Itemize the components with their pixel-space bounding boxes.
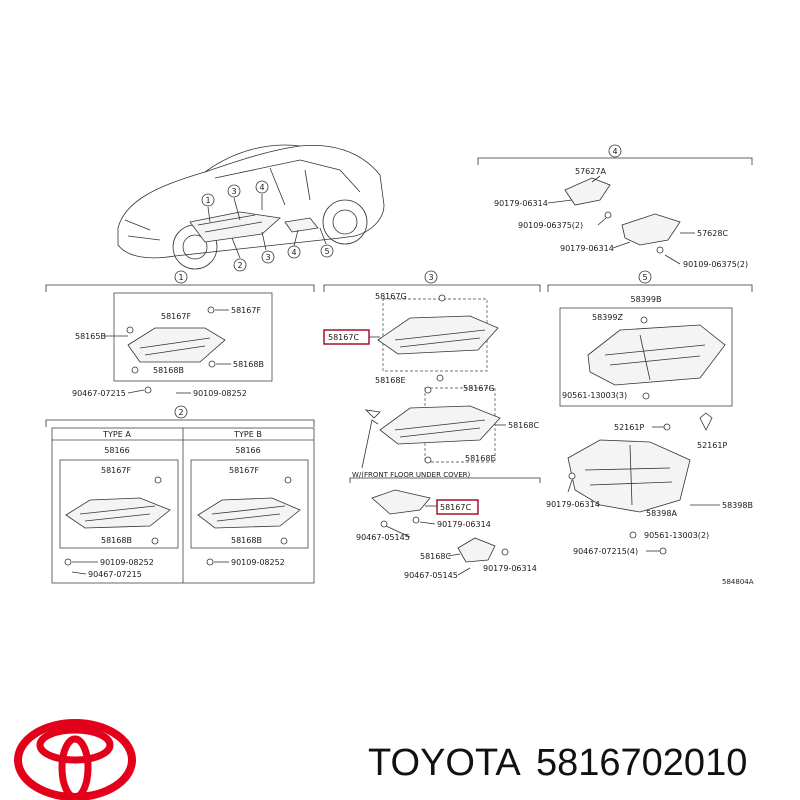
type-a-l1: 58167F: [101, 466, 131, 475]
type-a-l3: 90109-08252: [100, 558, 154, 567]
callout-4b: 4: [291, 248, 296, 257]
s4-label-b: 90179-06314: [494, 199, 548, 208]
s3-sub-e: 90179-06314: [483, 564, 537, 573]
s3-sub-d: 58168C: [420, 552, 451, 561]
callout-1: 1: [205, 196, 210, 205]
section-2-circle: 2: [178, 408, 183, 417]
s4-label-c: 90109-06375(2): [518, 221, 583, 230]
callout-3b: 3: [265, 253, 270, 262]
s4-label-d: 57628C: [697, 229, 728, 238]
s1-label-f: 90467-07215: [72, 389, 126, 398]
s5-label-b: 58399Z: [592, 313, 623, 322]
s3-sub-c: 90467-05145: [356, 533, 410, 542]
s5-label-e: 52161P: [697, 441, 727, 450]
s1-label-g: 90109-08252: [193, 389, 247, 398]
section-5: 5 58399B 58399Z 90561-13003(3) 52161P 52…: [546, 270, 753, 556]
callout-5: 5: [324, 247, 329, 256]
type-a-l2: 58168B: [101, 536, 132, 545]
section-1-circle: 1: [178, 273, 183, 282]
s3-sub-b: 90179-06314: [437, 520, 491, 529]
s3-label-c: 58168E: [375, 376, 406, 385]
s5-label-d: 52161P: [614, 423, 644, 432]
s3-label-f: 58168E: [465, 454, 496, 463]
s5-label-j: 90467-07215(4): [573, 547, 638, 556]
s1-label-c: 58167F: [231, 306, 261, 315]
s3-label-a: 58167G: [375, 292, 407, 301]
section-5-circle: 5: [642, 273, 647, 282]
s3-sub-a: 58167C: [440, 503, 471, 512]
section-3-circle: 3: [428, 273, 433, 282]
section-4: 4 57627A 90179-06314 90109-06375(2) 5762…: [477, 144, 753, 269]
s1-label-e: 58168B: [153, 366, 184, 375]
s3-label-e: 58168C: [508, 421, 539, 430]
s4-label-e: 90179-06314: [560, 244, 614, 253]
s4-label-f: 90109-06375(2): [683, 260, 748, 269]
callout-2: 2: [237, 261, 242, 270]
s3-sub-f: 90467-05145: [404, 571, 458, 580]
s5-label-f: 90179-06314: [546, 500, 600, 509]
type-a-l4: 90467-07215: [88, 570, 142, 579]
s5-label-a: 58399B: [631, 295, 662, 304]
section-1: 1 58167F 58167F 58165B 58168B 58168B 904…: [45, 270, 315, 398]
s5-label-h: 58398B: [722, 501, 753, 510]
callout-3a: 3: [231, 187, 236, 196]
s1-label-b: 58167F: [161, 312, 191, 321]
highlight-58167C-sub: [436, 499, 479, 515]
reference-code: 584804A: [722, 578, 754, 586]
type-b-title: TYPE B: [233, 430, 262, 439]
type-b-l1: 58167F: [229, 466, 259, 475]
section-3: 3 58167G 58167C 58168E 58167G 58168C 581…: [323, 270, 541, 580]
s1-label-a: 58165B: [75, 332, 106, 341]
s3-label-b: 58167C: [328, 333, 359, 342]
s5-label-c: 90561-13003(3): [562, 391, 627, 400]
s5-label-i: 90561-13003(2): [644, 531, 709, 540]
brand-name: TOYOTA: [368, 742, 521, 784]
section-2: 2 TYPE A TYPE B 58166 58167F 58168B 9010…: [45, 405, 315, 584]
type-b-l2: 58168B: [231, 536, 262, 545]
type-b-part: 58166: [235, 446, 260, 455]
car-callouts: 1 2 3 3 4 4 5: [201, 180, 334, 272]
s3-note: W/(FRONT FLOOR UNDER COVER): [352, 471, 471, 479]
s3-label-d: 58167G: [463, 384, 495, 393]
s5-label-g: 58398A: [646, 509, 677, 518]
type-a-title: TYPE A: [102, 430, 131, 439]
s4-label-a: 57627A: [575, 167, 606, 176]
s1-label-d: 58168B: [233, 360, 264, 369]
car-illustration: [117, 144, 385, 270]
type-a-part: 58166: [104, 446, 129, 455]
toyota-logo-icon: [14, 719, 136, 800]
section-4-circle: 4: [612, 147, 617, 156]
type-b-l3: 90109-08252: [231, 558, 285, 567]
callout-4a: 4: [259, 183, 264, 192]
part-number: 5816702010: [536, 742, 747, 784]
